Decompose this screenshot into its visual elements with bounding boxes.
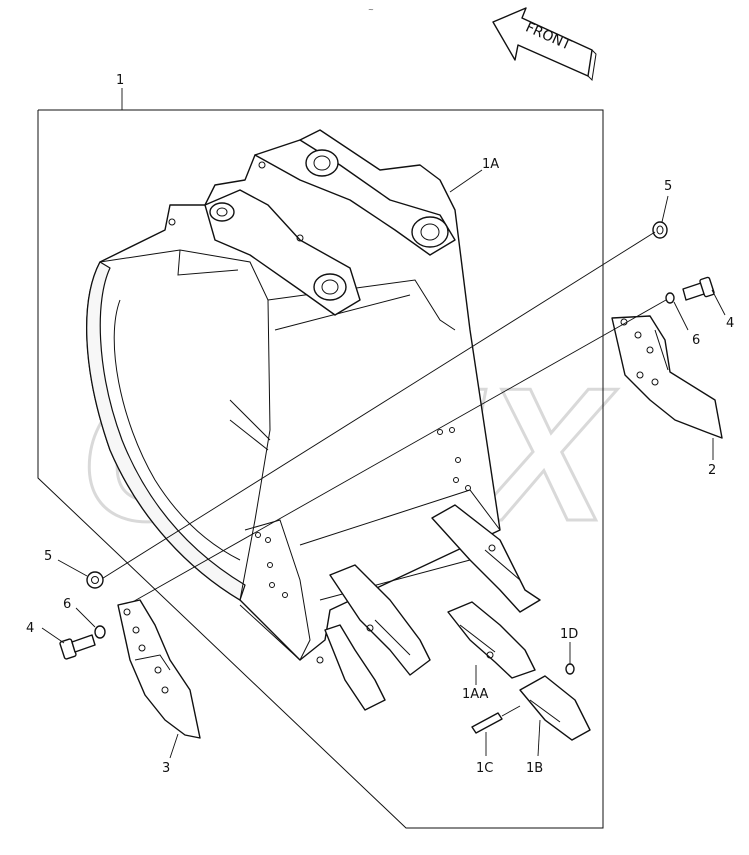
bucket-teeth (316, 504, 541, 711)
callout-side-cutter-right: 2 (708, 463, 716, 478)
alignment-line-washer (121, 299, 667, 609)
nut-right (652, 221, 668, 239)
callout-washer-right: 6 (692, 333, 700, 348)
washer-right-leader (673, 301, 689, 331)
pin-1C (471, 705, 521, 734)
assembly-frame (37, 109, 604, 829)
nut-right-leader (661, 195, 669, 223)
callout-washer-left: 6 (63, 597, 71, 612)
bucket-body (86, 129, 501, 661)
washer-left-leader (75, 607, 96, 628)
callout-nut-right: 5 (664, 179, 672, 194)
tooth-point-leader (537, 719, 541, 757)
bolt-left-leader (41, 627, 65, 644)
callout-pin: 1C (476, 761, 493, 776)
washer-right (665, 292, 675, 304)
bolt-right-leader (711, 289, 726, 316)
lock-1D (565, 663, 575, 675)
callout-nut-left: 5 (44, 549, 52, 564)
top-mark: ~ (368, 6, 374, 14)
nut-left-leader (57, 559, 88, 577)
callout-adapter: 1AA (462, 687, 489, 702)
bolt-left (59, 634, 96, 660)
side-cutter-left-leader (169, 733, 179, 759)
side-cutter-left (117, 599, 201, 739)
callout-lock: 1D (560, 627, 578, 642)
front-arrow: FRONT (492, 7, 597, 82)
callout-bolt-right: 4 (726, 316, 734, 331)
callout-bolt-left: 4 (26, 621, 34, 636)
adapter-1AA (447, 601, 536, 679)
callout-bucket-body: 1A (482, 157, 499, 172)
washer-left (94, 625, 106, 639)
side-cutter-right (611, 315, 723, 439)
bucket-body-leader (449, 169, 483, 193)
tooth-point-1B (519, 675, 591, 741)
bolt-right (682, 276, 715, 301)
callout-side-cutter-left: 3 (162, 761, 170, 776)
front-arrow-shape (492, 7, 593, 77)
alignment-line-nut (99, 231, 656, 581)
callout-assembly: 1 (116, 73, 124, 88)
callout-tooth-point: 1B (526, 761, 543, 776)
nut-left (86, 571, 104, 589)
